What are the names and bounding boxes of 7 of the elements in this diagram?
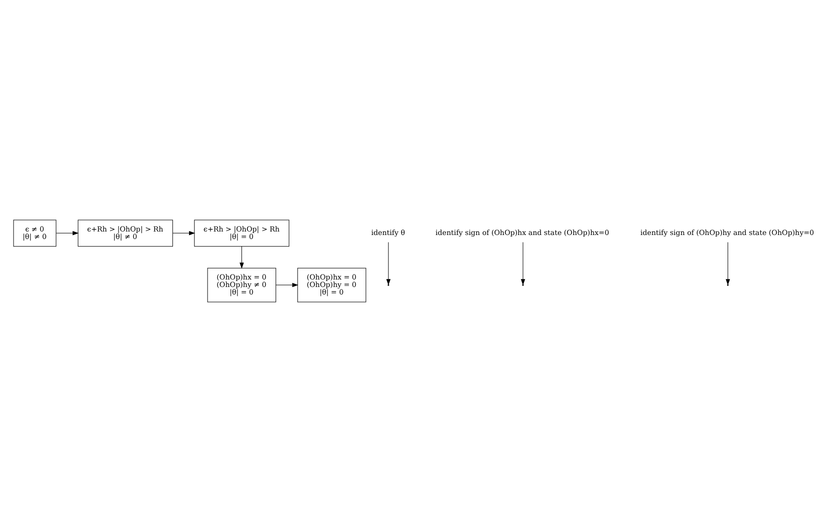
arrow: [520, 242, 525, 286]
arrow: [386, 242, 390, 286]
arrow: [55, 231, 78, 236]
arrow: [725, 242, 730, 286]
arrow: [275, 282, 298, 288]
arrow: [172, 231, 195, 236]
arrow: [239, 246, 244, 269]
